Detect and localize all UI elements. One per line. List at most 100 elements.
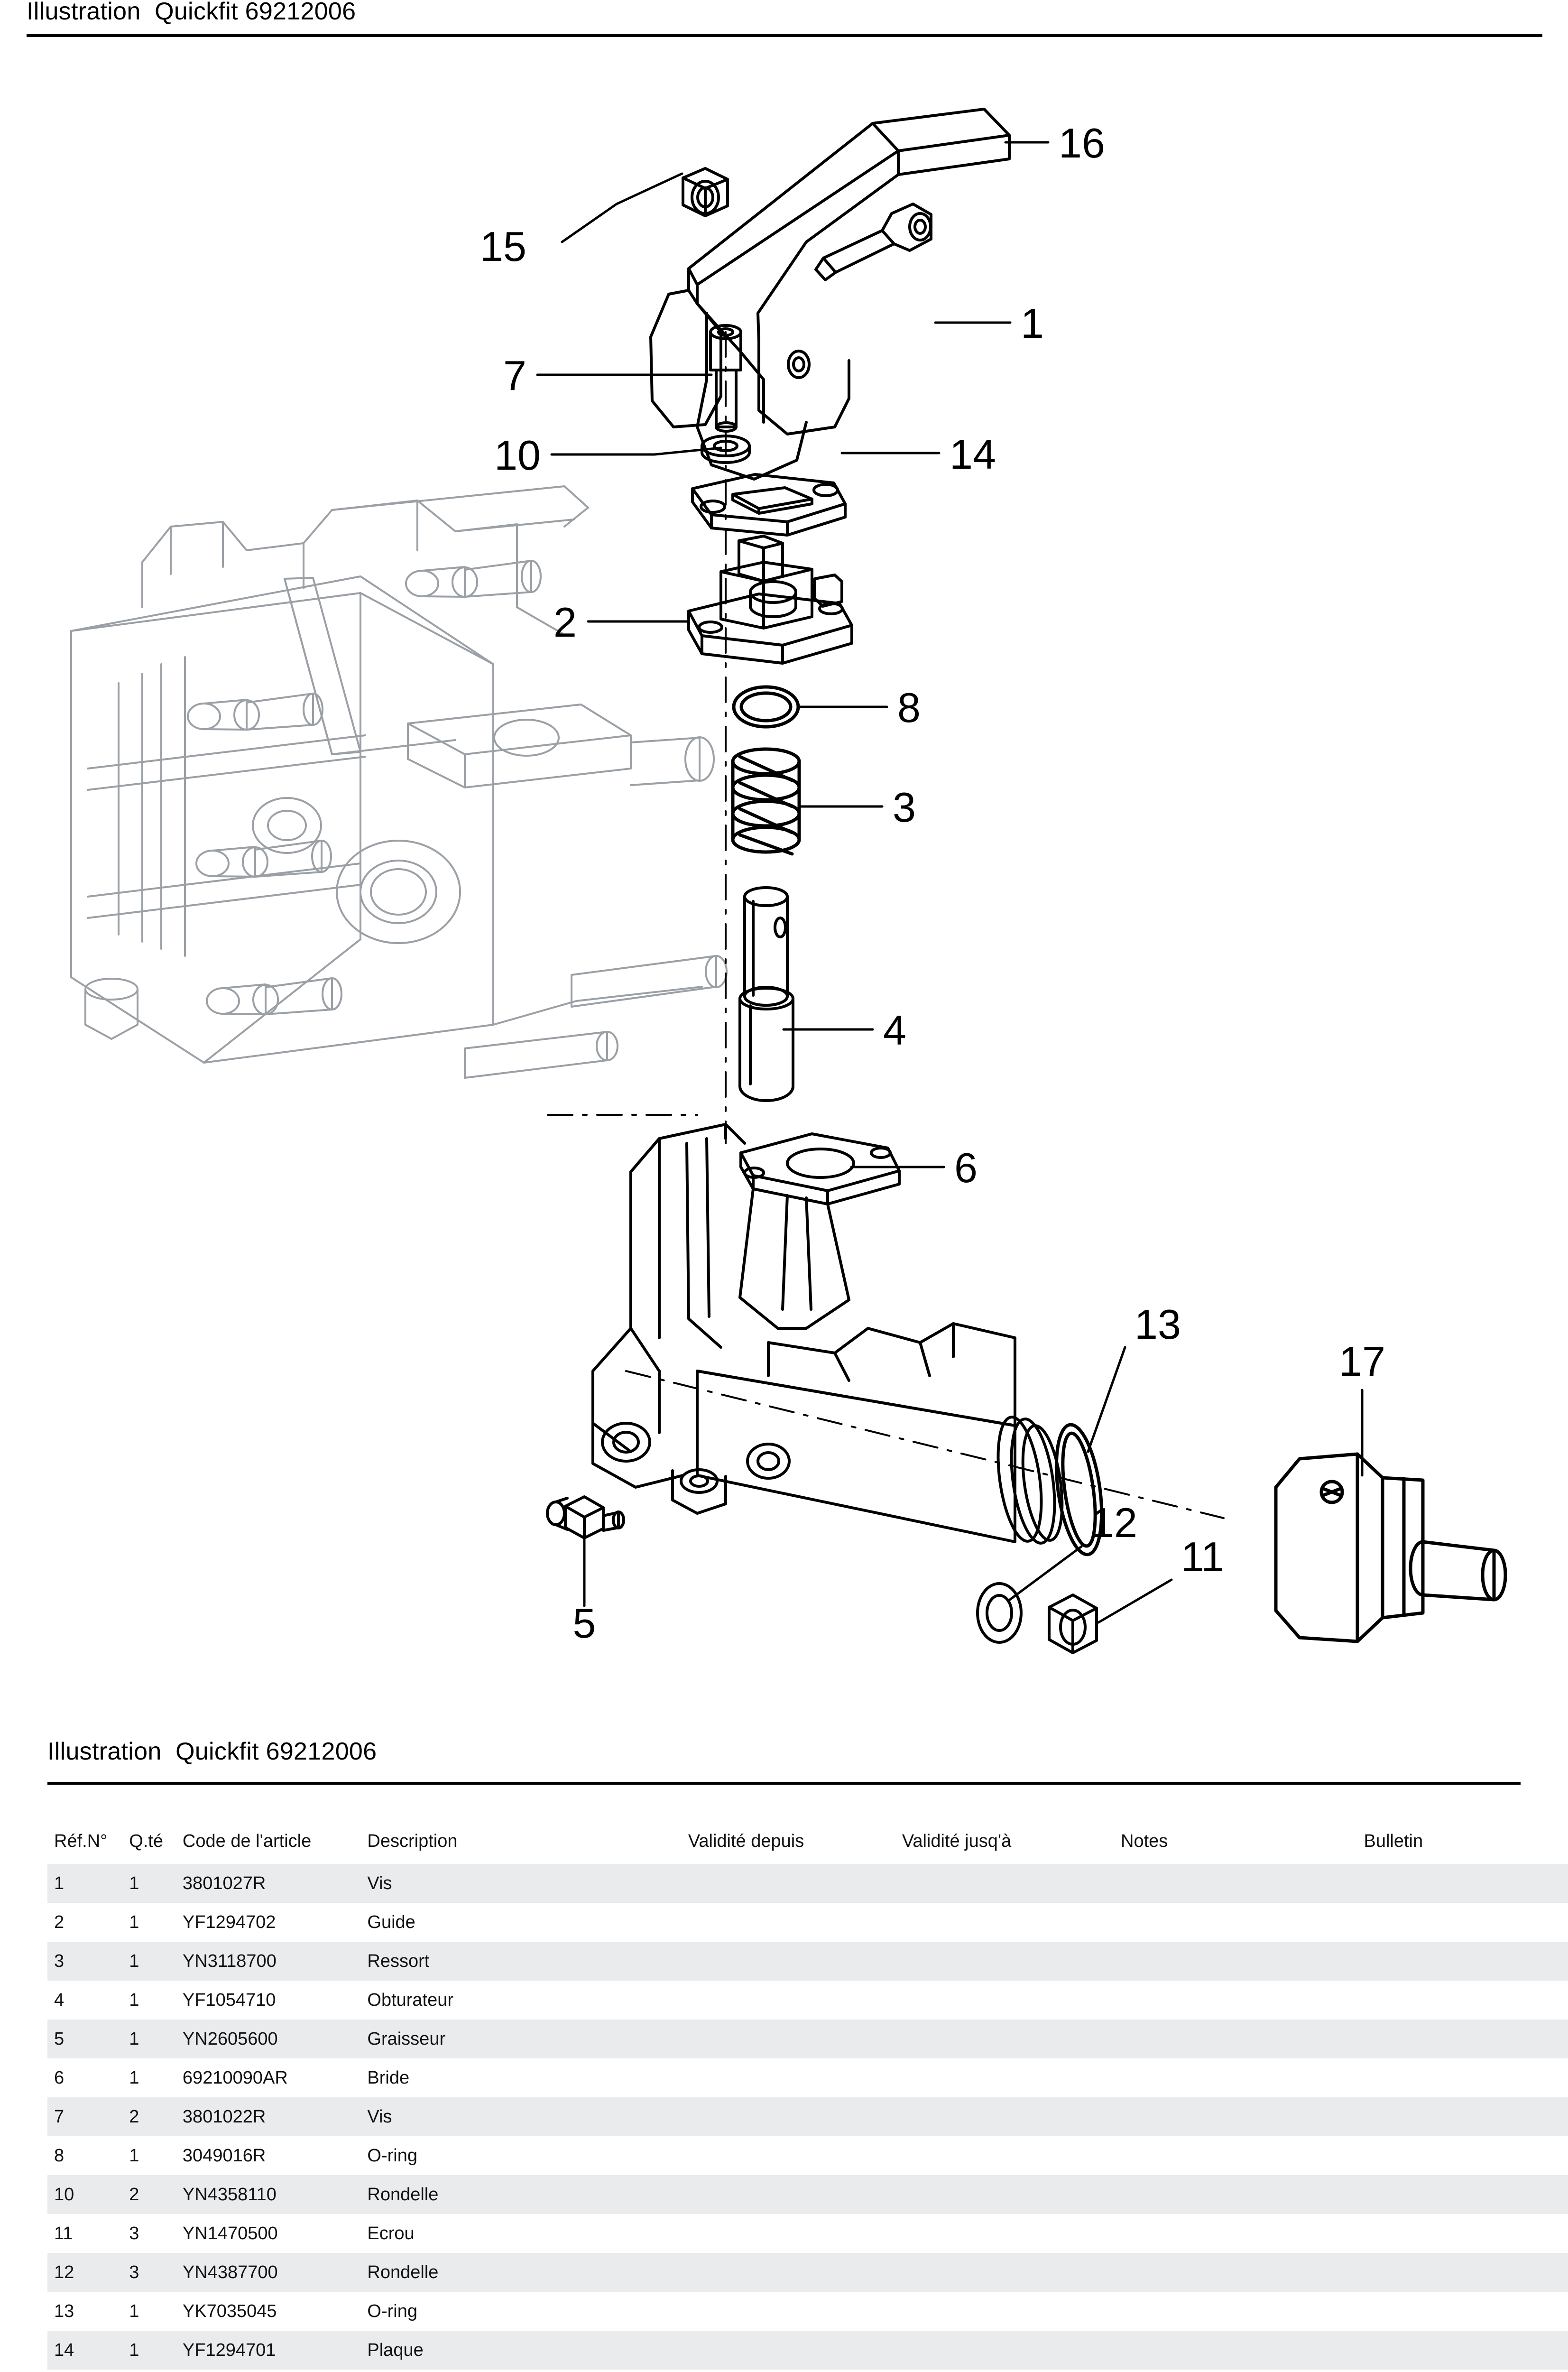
part-4-plunger-graphic: [738, 886, 794, 1102]
cell-ref: 11: [47, 2214, 129, 2253]
cell-validity-to: [902, 1903, 1121, 1942]
cell-validity-from: [688, 2214, 902, 2253]
assembly-axis-line: [547, 331, 727, 1144]
cell-qty: 2: [129, 2175, 183, 2214]
cell-validity-to: [902, 2136, 1121, 2175]
callout-label-17: 17: [1339, 1338, 1385, 1385]
lower-assembly-axis-line: [625, 1370, 1225, 1519]
cell-validity-to: [902, 2058, 1121, 2097]
cell-qty: 1: [129, 1942, 183, 1981]
cell-validity-to: [902, 2175, 1121, 2214]
cell-code: YF1294702: [182, 1903, 368, 1942]
cell-code: 3049016R: [182, 2136, 368, 2175]
cell-description: Vis: [367, 2097, 688, 2136]
cell-description: Ressort: [367, 1942, 688, 1981]
cell-qty: 3: [129, 2214, 183, 2253]
cell-description: O-ring: [367, 2292, 688, 2331]
cell-validity-from: [688, 2136, 902, 2175]
cell-bulletin: [1364, 2331, 1568, 2370]
parts-table-container: Réf.N° Q.té Code de l'article Descriptio…: [0, 1831, 1568, 2372]
column-header-validity-to[interactable]: Validité jusq'à: [902, 1831, 1012, 1851]
ghost-assembly-graphic: [70, 485, 728, 1079]
part-14-plate-graphic: [691, 473, 847, 537]
column-header-code[interactable]: Code de l'article: [182, 1831, 312, 1851]
cell-description: Plaque: [367, 2331, 688, 2370]
cell-qty: 1: [129, 2020, 183, 2058]
cell-bulletin: [1364, 2058, 1568, 2097]
cell-qty: 1: [129, 2292, 183, 2331]
cell-code: YF1054710: [182, 1981, 368, 2020]
cell-code: YN3118700: [182, 1942, 368, 1981]
cell-code: YK7035045: [182, 2292, 368, 2331]
cell-description: O-ring: [367, 2136, 688, 2175]
cell-qty: 1: [129, 1864, 183, 1903]
cell-ref: 1: [47, 1864, 129, 1903]
parts-table: Réf.N° Q.té Code de l'article Descriptio…: [47, 1831, 1568, 2372]
cell-description: Obturateur: [367, 1981, 688, 2020]
cell-validity-from: [688, 2370, 902, 2372]
cell-validity-to: [902, 2097, 1121, 2136]
header-rule: [27, 34, 1542, 37]
cell-bulletin: [1364, 2136, 1568, 2175]
column-header-ref[interactable]: Réf.N°: [54, 1831, 108, 1851]
cell-qty: 1: [129, 2331, 183, 2370]
cell-bulletin: [1364, 1864, 1568, 1903]
callout-label-1: 1: [1021, 300, 1044, 347]
part-8-oring-graphic: [732, 685, 800, 729]
part-1-screw-graphic: [814, 203, 932, 281]
cell-validity-to: [902, 1942, 1121, 1981]
part-12-washer-graphic: [976, 1582, 1023, 1644]
column-header-qty[interactable]: Q.té: [129, 1831, 163, 1851]
cell-validity-to: [902, 1981, 1121, 2020]
cell-code: 69210090AR: [182, 2058, 368, 2097]
table-header-row: Réf.N° Q.té Code de l'article Descriptio…: [47, 1831, 1568, 1864]
cell-qty: 2: [129, 2097, 183, 2136]
cell-notes: [1121, 2253, 1364, 2292]
cell-code: 3801027R: [182, 1864, 368, 1903]
cell-validity-to: [902, 2370, 1121, 2372]
cell-validity-from: [688, 2058, 902, 2097]
part-15-nut-graphic: [682, 167, 729, 217]
cell-notes: [1121, 2370, 1364, 2372]
part-11-nut-graphic: [1048, 1594, 1098, 1654]
cell-notes: [1121, 1864, 1364, 1903]
illustration-caption: Illustration Quickfit 69212006: [47, 1738, 377, 1765]
cell-bulletin: [1364, 2370, 1568, 2372]
exploded-view-illustration: 16 15 1 7 10 14 2 8 3 4 6 13 12 11 5 17: [0, 47, 1568, 1708]
part-10-washer-graphic: [701, 435, 751, 464]
cell-validity-from: [688, 2175, 902, 2214]
cell-validity-to: [902, 2331, 1121, 2370]
callout-label-6: 6: [954, 1144, 978, 1191]
cell-validity-from: [688, 2331, 902, 2370]
cell-validity-from: [688, 1903, 902, 1942]
table-row[interactable]: 1513914008REcrou: [47, 2370, 1568, 2372]
cell-ref: 6: [47, 2058, 129, 2097]
cell-notes: [1121, 2058, 1364, 2097]
cell-bulletin: [1364, 2175, 1568, 2214]
cell-code: 3914008R: [182, 2370, 368, 2372]
column-header-description[interactable]: Description: [367, 1831, 458, 1851]
column-header-notes[interactable]: Notes: [1121, 1831, 1168, 1851]
column-header-bulletin[interactable]: Bulletin: [1364, 1831, 1423, 1851]
cell-notes: [1121, 2175, 1364, 2214]
cell-bulletin: [1364, 2214, 1568, 2253]
cell-notes: [1121, 2020, 1364, 2058]
cell-validity-from: [688, 2292, 902, 2331]
column-header-validity-from[interactable]: Validité depuis: [688, 1831, 804, 1851]
cell-bulletin: [1364, 2253, 1568, 2292]
cell-validity-from: [688, 1981, 902, 2020]
